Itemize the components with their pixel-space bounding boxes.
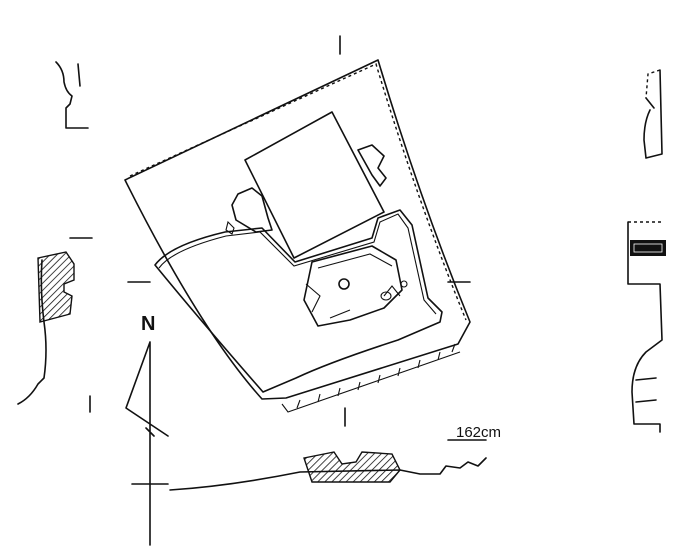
scale-value: 162 xyxy=(456,424,481,441)
stone-cluster xyxy=(303,245,403,327)
scale-bar: 162cm xyxy=(447,424,501,441)
inner-chamber-double-line xyxy=(158,213,437,315)
left-section-top-profile xyxy=(55,61,89,129)
right-section-dashed-top xyxy=(645,69,661,99)
stone-inner-lines xyxy=(305,253,401,319)
left-section xyxy=(17,61,93,413)
round-object xyxy=(338,278,350,290)
north-arrow-pointer xyxy=(125,341,169,546)
left-section-hatched-block xyxy=(37,251,75,323)
right-section-upper-profile xyxy=(643,69,663,159)
pit-dashed-edge xyxy=(129,63,467,321)
scale-unit: cm xyxy=(481,424,501,441)
coffin-side-lobe-left xyxy=(231,187,273,233)
main-plan xyxy=(124,35,471,427)
bottom-section-ground-line xyxy=(169,457,487,491)
inner-chamber xyxy=(154,209,443,393)
right-section xyxy=(627,69,666,433)
svg-text:162cm: 162cm xyxy=(456,424,501,441)
small-pebble-1 xyxy=(380,291,392,301)
north-label: N xyxy=(141,313,155,335)
wall-ticks xyxy=(281,343,461,413)
right-section-lower-profile xyxy=(627,221,663,433)
small-object xyxy=(225,220,235,235)
coffin-side-lobe-right xyxy=(357,144,387,187)
bottom-section-hatched-block xyxy=(303,451,401,483)
north-arrow: N xyxy=(125,313,169,546)
pit-outline xyxy=(124,59,471,400)
bottom-section xyxy=(169,451,487,491)
small-pebble-2 xyxy=(400,280,408,288)
right-section-band-fill xyxy=(633,243,663,253)
section-marks xyxy=(127,35,471,427)
coffin-box xyxy=(244,111,385,259)
